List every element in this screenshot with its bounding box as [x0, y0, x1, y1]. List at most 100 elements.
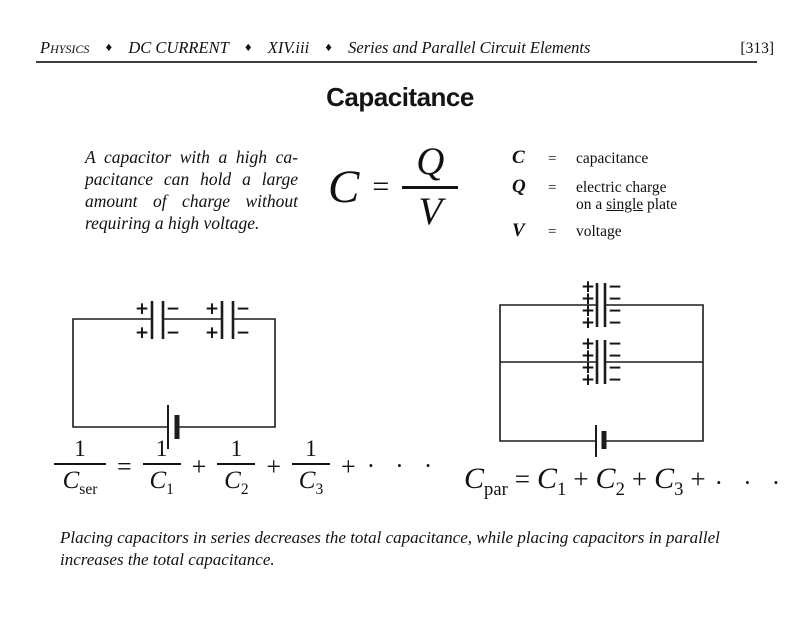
plus-operator: +	[341, 452, 356, 482]
variable: C	[654, 462, 675, 495]
legend-row: Q = electric charge on a single plate	[512, 176, 732, 213]
fraction-numerator: 1	[230, 436, 243, 461]
minus-sign: −	[236, 323, 250, 343]
series-circuit-diagram: + + − − + + − −	[72, 299, 276, 449]
plus-sign: +	[581, 289, 595, 309]
fraction-denominator: C2	[224, 467, 248, 498]
variable: C	[149, 467, 167, 495]
plus-sign: +	[581, 334, 595, 354]
minus-sign: −	[608, 301, 622, 321]
formula-fraction: Q V	[402, 139, 459, 233]
header-section: XIV.iii	[267, 38, 310, 57]
ellipsis-dots: · · ·	[366, 453, 440, 481]
fraction-numerator: 1	[155, 436, 168, 461]
fraction-bar	[402, 185, 459, 189]
variable: C	[595, 462, 616, 495]
formula-term: C3	[654, 464, 683, 500]
circuit-wire	[178, 318, 276, 428]
plus-sign: +	[581, 313, 595, 333]
circuit-wire	[72, 318, 276, 428]
fraction-denominator: C1	[149, 467, 173, 498]
legend-symbol: C	[512, 147, 525, 168]
legend-symbol: Q	[512, 176, 526, 197]
battery-icon	[595, 425, 607, 457]
minus-sign: −	[166, 323, 180, 343]
intro-line: pacitance can hold a large	[85, 169, 298, 189]
plus-operator: +	[266, 452, 282, 482]
subscript: 2	[615, 479, 625, 500]
circuit-wire	[72, 318, 167, 428]
subscript: 3	[315, 481, 324, 499]
legend-description: voltage	[576, 223, 622, 240]
minus-sign: −	[608, 358, 622, 378]
subscript: ser	[79, 481, 98, 499]
capacitor	[595, 283, 607, 384]
plus-sign: +	[205, 323, 219, 343]
legend-row: V = voltage	[512, 220, 732, 242]
minus-sign: −	[166, 299, 180, 319]
charge-signs: + + + + − − − − + + + + − − − −	[581, 277, 622, 390]
plus-operator: +	[690, 464, 706, 494]
header-chapter: DC CURRENT	[128, 38, 229, 57]
minus-sign: −	[608, 313, 622, 333]
capacitor	[150, 301, 235, 339]
page-number: [313]	[740, 40, 774, 57]
caption-text: Placing capacitors in series decreases t…	[60, 528, 720, 569]
separator-diamond-icon: ♦	[243, 43, 253, 54]
definition-formula: C = Q V	[328, 134, 459, 240]
page-title: Capacitance	[326, 82, 474, 112]
plus-sign: +	[581, 358, 595, 378]
plus-sign: +	[581, 370, 595, 390]
fraction-numerator: Q	[416, 139, 445, 183]
minus-sign: −	[608, 346, 622, 366]
legend-equals: =	[548, 224, 557, 240]
legend-row: C = capacitance	[512, 147, 732, 169]
plus-operator: +	[631, 464, 648, 494]
equals-sign: =	[514, 464, 530, 494]
ellipsis-dots: · · ·	[714, 469, 788, 497]
variable: C	[62, 467, 80, 495]
formula-lhs: Cpar	[464, 464, 508, 500]
subscript: 1	[166, 481, 174, 499]
fraction-numerator: 1	[74, 436, 86, 461]
plus-sign: +	[205, 299, 219, 319]
legend-description: capacitance	[576, 150, 649, 167]
variable: C	[298, 467, 316, 495]
variable: C	[224, 467, 241, 495]
minus-sign: −	[236, 299, 250, 319]
legend-description-line2: on a	[576, 195, 603, 213]
formula-term: C1	[537, 464, 566, 500]
fraction-bar	[217, 463, 256, 466]
fraction-denominator: V	[418, 189, 443, 233]
battery-icon	[167, 405, 180, 449]
symbol-legend: C = capacitance Q = electric charge on a…	[512, 147, 732, 249]
legend-symbol: V	[512, 220, 525, 241]
fraction-denominator: C3	[299, 467, 323, 498]
formula-lhs: C	[328, 160, 360, 213]
separator-diamond-icon: ♦	[104, 43, 114, 54]
fraction-numerator: 1	[305, 436, 317, 461]
intro-line: requiring a high voltage.	[85, 213, 260, 233]
minus-sign: −	[608, 334, 622, 354]
subscript: 1	[557, 479, 567, 500]
fraction: 1 Cser	[52, 436, 108, 498]
header-breadcrumb: Physics ♦ DC CURRENT ♦ XIV.iii ♦ Series …	[40, 38, 590, 58]
variable: C	[464, 462, 485, 495]
header-rule	[36, 61, 757, 63]
page-header: Physics ♦ DC CURRENT ♦ XIV.iii ♦ Series …	[40, 38, 774, 58]
fraction-denominator: Cser	[63, 467, 98, 498]
minus-sign: −	[608, 277, 622, 297]
fraction-bar	[142, 463, 181, 466]
plus-sign: +	[135, 323, 149, 343]
equals-sign: =	[372, 170, 390, 203]
formula-term: C2	[596, 464, 625, 500]
header-subject: Physics	[40, 38, 90, 57]
subscript: 3	[674, 479, 684, 500]
charge-signs: + + − − + + − −	[135, 299, 250, 343]
minus-sign: −	[608, 289, 622, 309]
plus-sign: +	[581, 346, 595, 366]
fraction-bar	[54, 463, 106, 466]
circuit-wire	[499, 304, 597, 442]
legend-equals: =	[548, 151, 557, 167]
fraction: 1 C1	[141, 436, 183, 498]
